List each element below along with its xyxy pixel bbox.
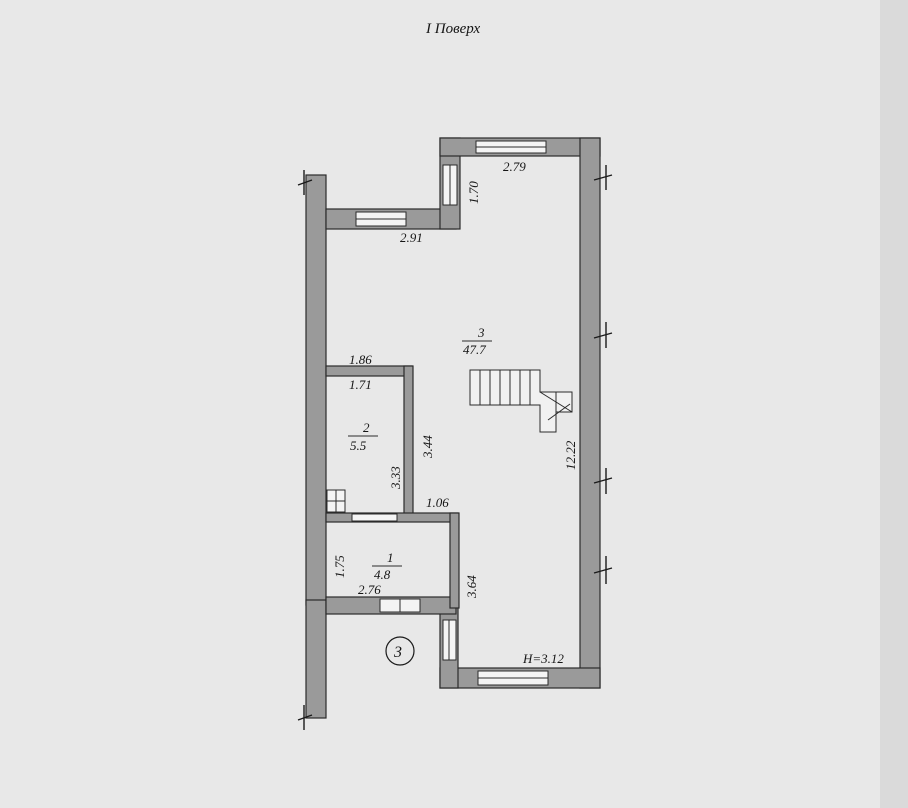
wall-left-upper (305, 174, 327, 606)
wall-room1-right (449, 512, 460, 609)
room-3-number: 3 (477, 325, 485, 340)
dim-room2-right: 3.44 (420, 435, 435, 459)
dim-room1-right: 3.64 (464, 575, 479, 599)
room-2-area: 5.5 (350, 438, 367, 453)
wall-right (579, 137, 601, 689)
entrance-marker: 3 (385, 636, 415, 666)
room-2-label: 2 5.5 (348, 420, 378, 453)
room-3-area: 47.7 (463, 342, 486, 357)
room-3-label: 3 47.7 (462, 325, 492, 357)
wall-room2-right (403, 365, 414, 520)
dim-room2-height: 3.33 (388, 466, 403, 490)
paper-right-edge (880, 0, 908, 808)
room-1-area: 4.8 (374, 567, 391, 582)
dim-total-length: 12.22 (563, 440, 578, 470)
dim-top-left-width: 2.91 (400, 230, 423, 245)
wall-left-lower (305, 599, 327, 719)
dim-room2-top-outer: 1.86 (349, 352, 372, 367)
room-1-number: 1 (387, 550, 394, 565)
dim-top-right-width: 2.79 (503, 159, 526, 174)
room-1-label: 1 4.8 (372, 550, 402, 582)
door-room2 (351, 513, 398, 522)
entrance-marker-number: 3 (393, 644, 402, 661)
wall-room2-top (325, 365, 413, 377)
windows (355, 140, 549, 686)
plan-title: I Поверх (425, 21, 480, 37)
dim-ceiling-height: H=3.12 (522, 651, 564, 666)
dim-room2-top-inner: 1.71 (349, 377, 372, 392)
dim-room1-height: 1.75 (332, 555, 347, 578)
dim-room1-width: 2.76 (358, 582, 381, 597)
vent-grid (326, 489, 346, 513)
dim-top-notch: 1.70 (466, 181, 481, 204)
dim-corridor-width: 1.06 (426, 495, 449, 510)
room-2-number: 2 (363, 420, 370, 435)
stairs (469, 369, 573, 433)
tick-marks (297, 165, 613, 730)
